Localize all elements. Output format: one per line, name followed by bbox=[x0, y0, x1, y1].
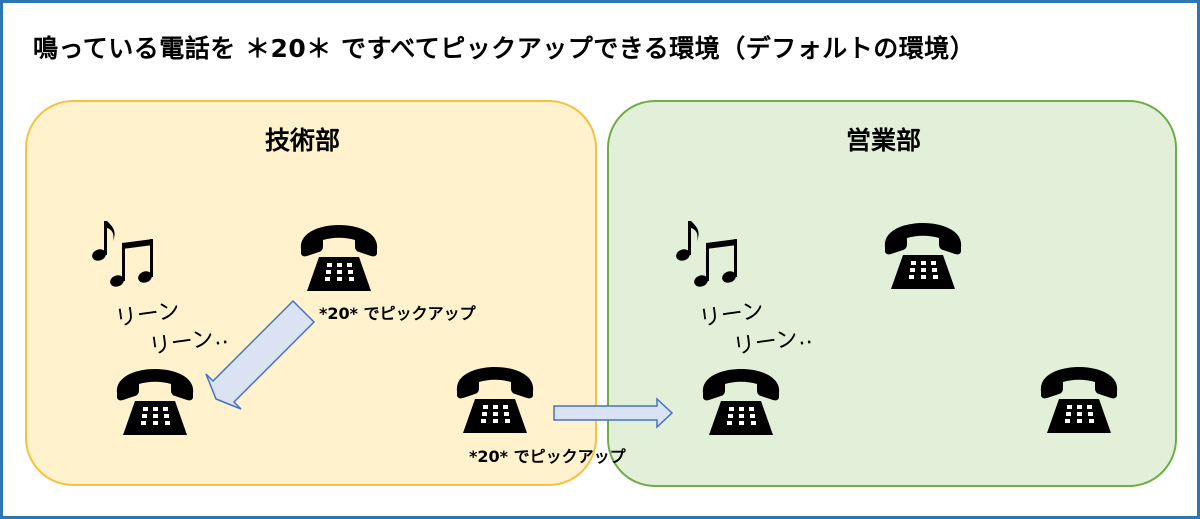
department-tech-label: 技術部 bbox=[265, 126, 341, 155]
pickup-label-cross: *20* でピックアップ bbox=[469, 447, 626, 466]
diagram-title: 鳴っている電話を ＊20＊ ですべてピックアップできる環境（デフォルトの環境） bbox=[33, 34, 976, 63]
telephone-icon bbox=[884, 223, 962, 289]
music-note-icon bbox=[676, 221, 737, 287]
pickup-label-tech: *20* でピックアップ bbox=[319, 304, 476, 323]
music-note-icon bbox=[92, 221, 153, 287]
telephone-icon bbox=[116, 369, 194, 435]
telephone-icon bbox=[702, 369, 780, 435]
telephone-icon bbox=[456, 367, 534, 433]
telephone-icon bbox=[300, 225, 378, 291]
telephone-icon bbox=[1040, 367, 1118, 433]
department-sales-label: 営業部 bbox=[846, 126, 922, 155]
